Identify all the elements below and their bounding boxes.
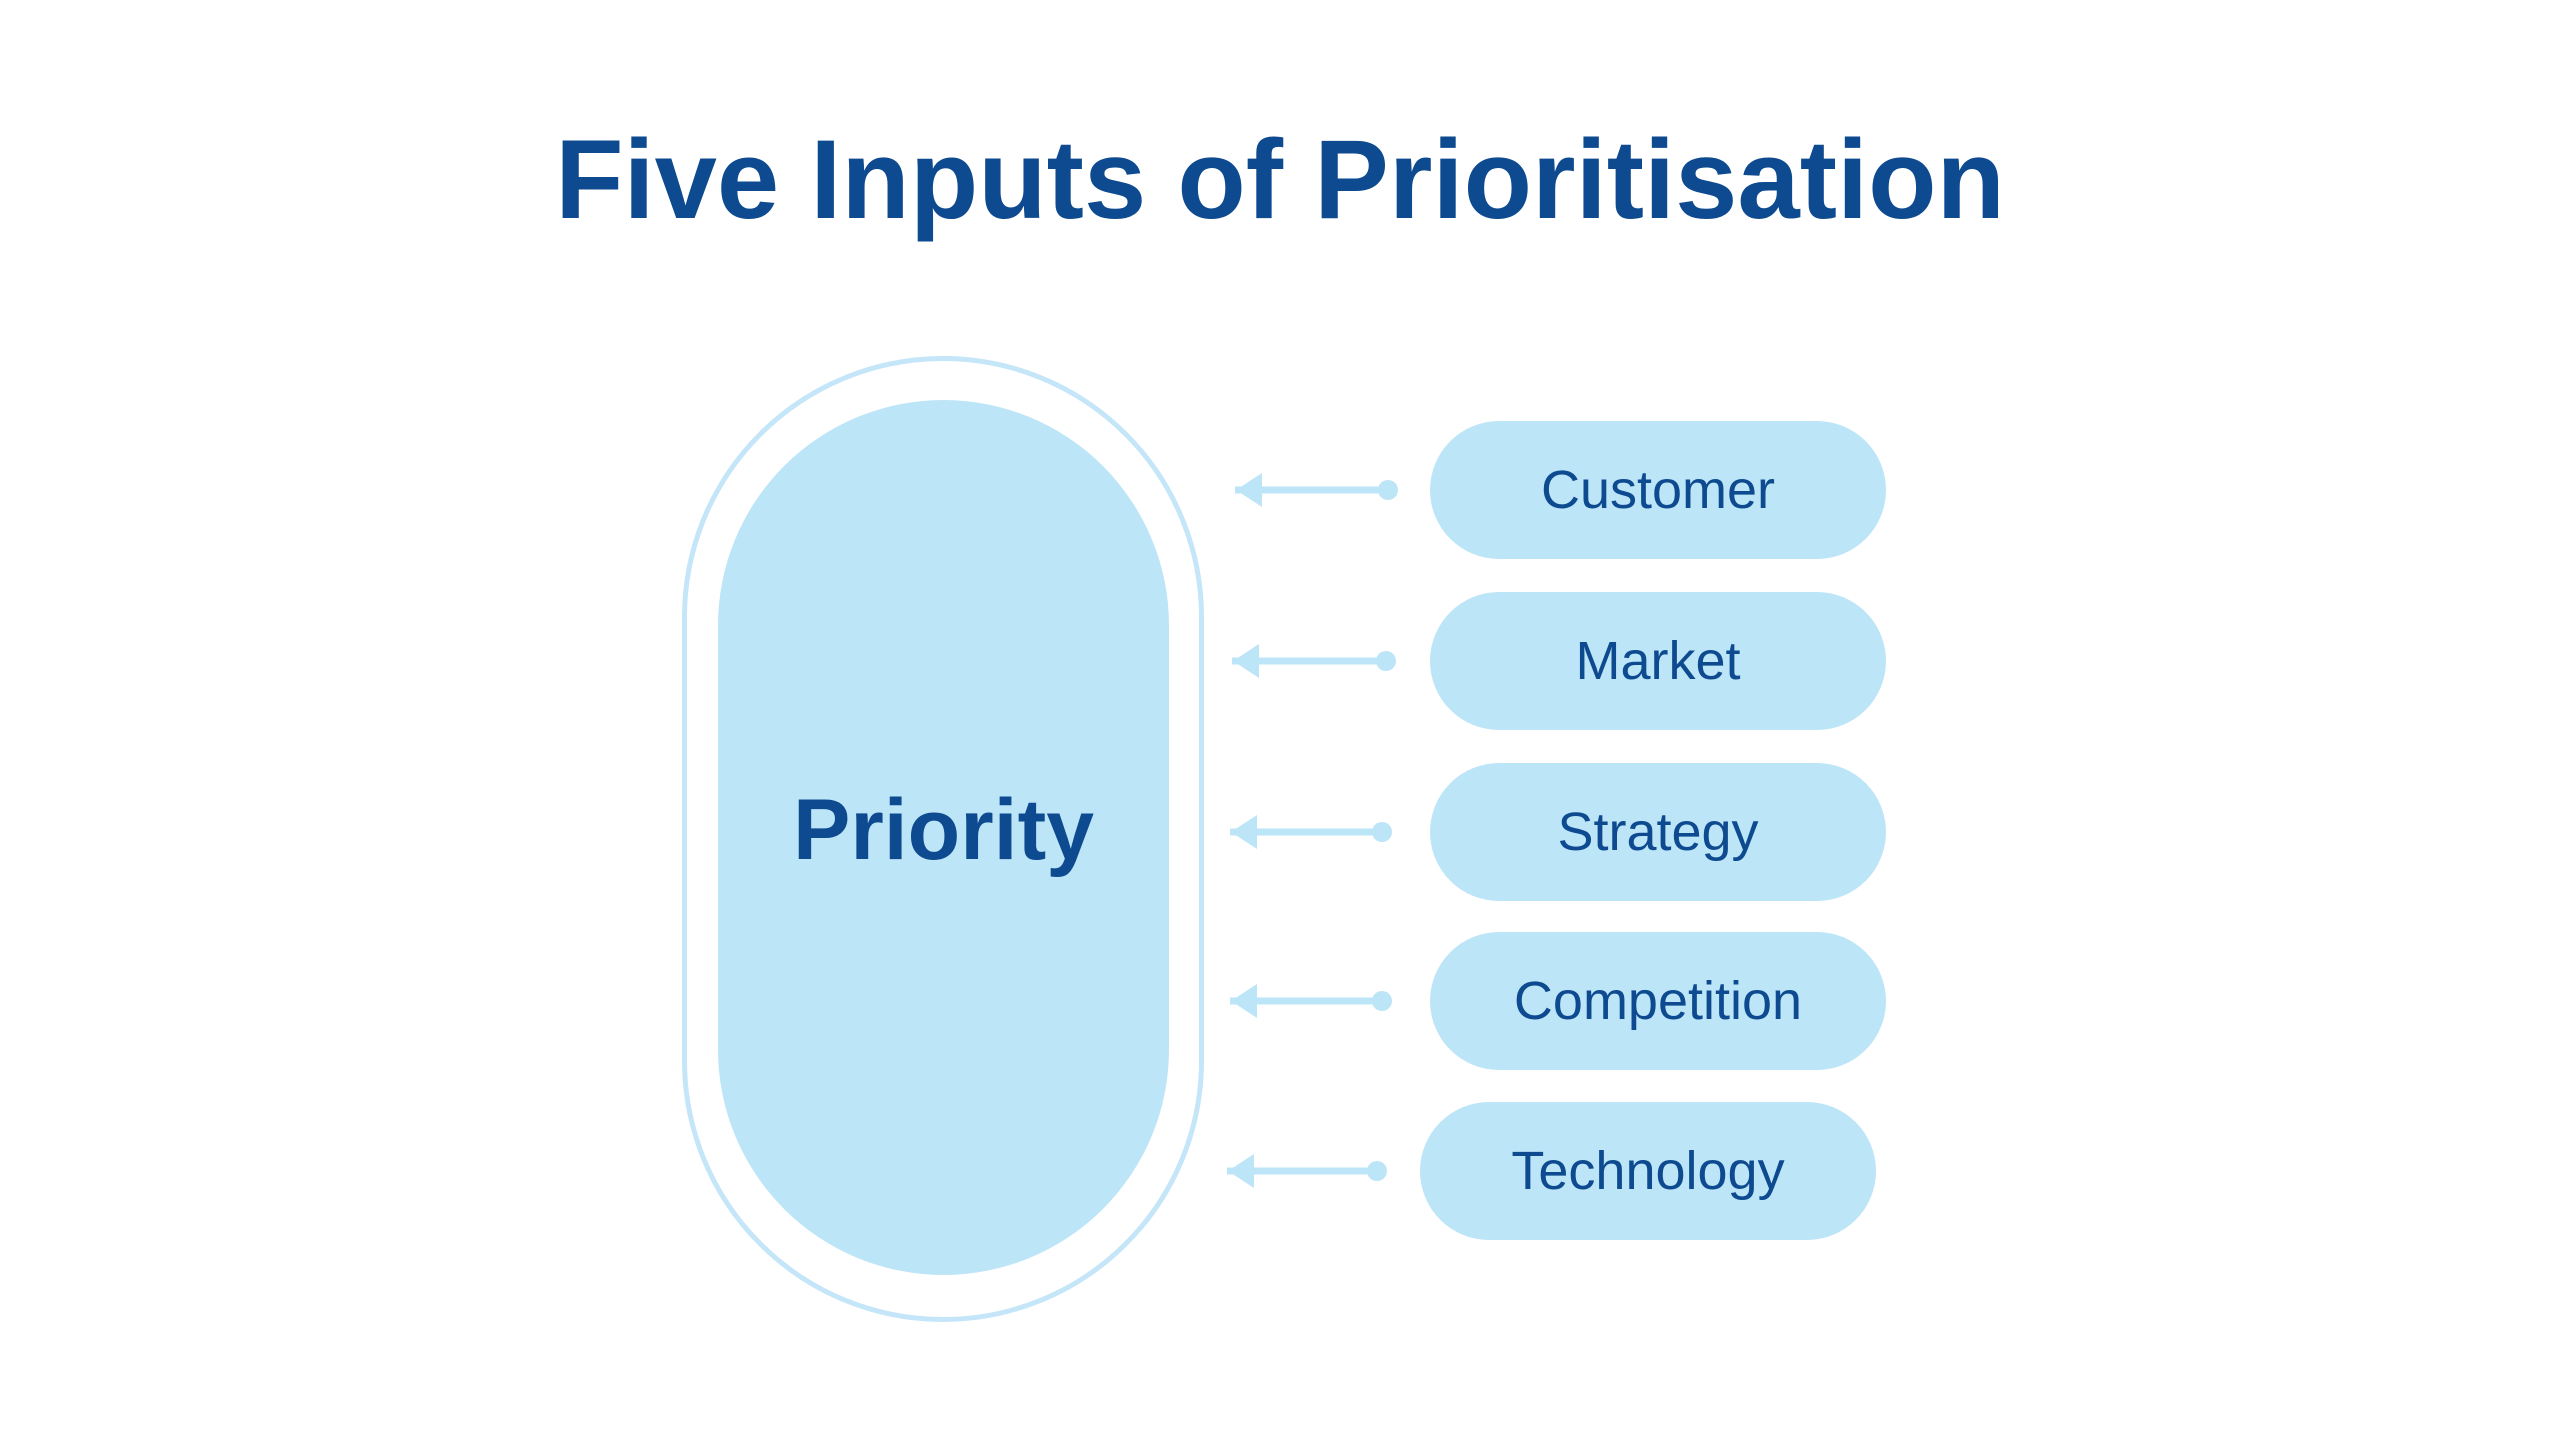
arrow-strategy: [1230, 815, 1392, 849]
input-technology: Technology: [1420, 1102, 1876, 1240]
input-customer: Customer: [1430, 421, 1886, 559]
input-strategy-label: Strategy: [1557, 802, 1759, 862]
input-customer-label: Customer: [1540, 460, 1776, 520]
diagram-title: Five Inputs of Prioritisation: [555, 117, 2005, 242]
priority-outer-ring: [682, 356, 1204, 1322]
input-competition-label: Competition: [1513, 971, 1803, 1031]
input-competition: Competition: [1430, 932, 1886, 1070]
input-technology-label: Technology: [1511, 1141, 1785, 1201]
arrow-market: [1232, 644, 1396, 678]
arrow-technology: [1227, 1154, 1387, 1188]
input-market: Market: [1430, 592, 1886, 730]
arrow-customer: [1235, 473, 1398, 507]
input-strategy: Strategy: [1430, 763, 1886, 901]
input-market-label: Market: [1575, 631, 1741, 691]
priority-node: [718, 400, 1169, 1275]
arrow-competition: [1230, 984, 1392, 1018]
priority-label: Priority: [792, 782, 1095, 878]
